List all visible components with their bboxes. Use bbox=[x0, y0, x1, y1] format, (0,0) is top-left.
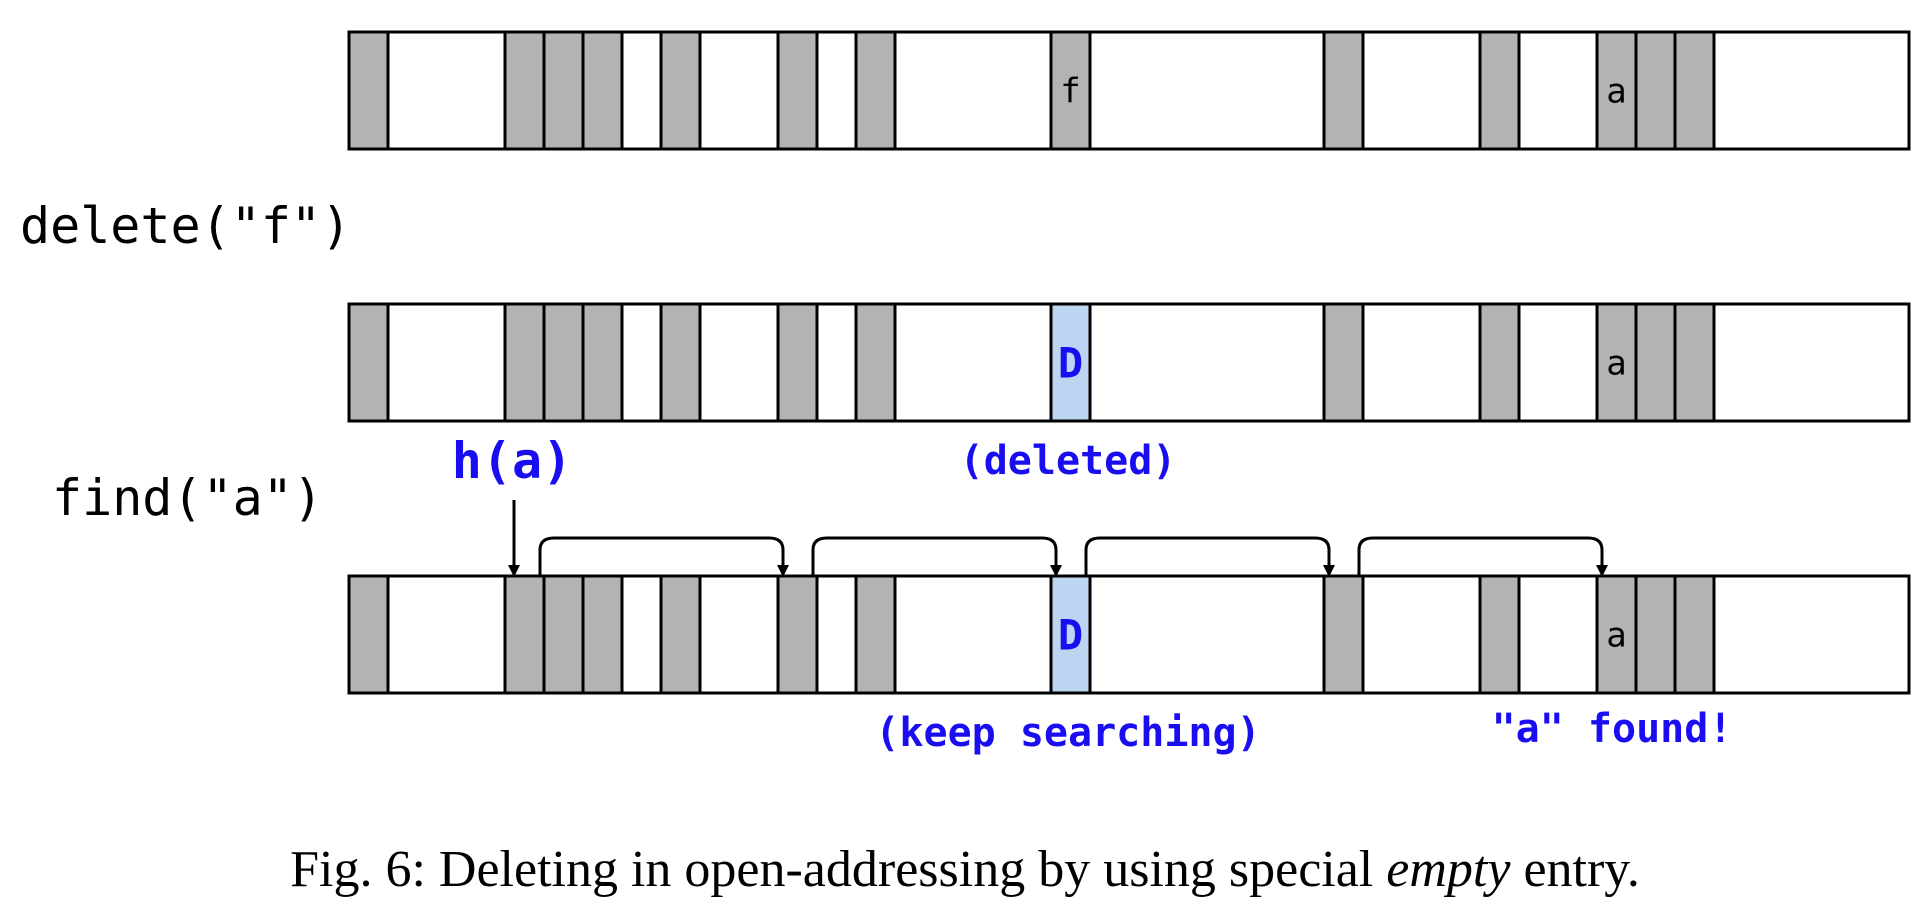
figure-caption: Fig. 6: Deleting in open-addressing by u… bbox=[290, 841, 1640, 898]
caption-prefix: Fig. 6: Deleting in open-addressing by u… bbox=[290, 841, 1386, 898]
deleted-note: (deleted) bbox=[960, 438, 1177, 484]
occupied-slot bbox=[659, 30, 702, 151]
occupied-slot bbox=[1478, 574, 1521, 695]
occupied-slot bbox=[503, 574, 546, 695]
slot-label: D bbox=[1058, 611, 1083, 660]
occupied-slot bbox=[776, 574, 819, 695]
hash-value-label: h(a) bbox=[452, 432, 572, 490]
occupied-slot bbox=[776, 30, 819, 151]
deleted-slot bbox=[1049, 302, 1092, 423]
occupied-slot bbox=[1634, 574, 1677, 695]
occupied-slot bbox=[1478, 30, 1521, 151]
occupied-slot bbox=[776, 302, 819, 423]
occupied-slot bbox=[347, 30, 390, 151]
slot-label: D bbox=[1058, 339, 1083, 388]
occupied-slot bbox=[1673, 30, 1716, 151]
slot-label: f bbox=[1060, 72, 1080, 112]
occupied-slot bbox=[542, 30, 585, 151]
occupied-slot bbox=[1595, 30, 1638, 151]
occupied-slot bbox=[1322, 30, 1365, 151]
occupied-slot bbox=[1673, 302, 1716, 423]
delete-operation-label: delete("f") bbox=[20, 197, 351, 255]
occupied-slot bbox=[503, 30, 546, 151]
occupied-slot bbox=[347, 302, 390, 423]
occupied-slot bbox=[581, 30, 624, 151]
occupied-slot bbox=[1322, 302, 1365, 423]
occupied-slot bbox=[1049, 30, 1092, 151]
find-operation-label: find("a") bbox=[52, 469, 323, 527]
occupied-slot bbox=[854, 302, 897, 423]
slot-label: a bbox=[1606, 616, 1626, 656]
occupied-slot bbox=[1634, 30, 1677, 151]
slot-label: a bbox=[1606, 344, 1626, 384]
caption-emphasis: empty bbox=[1386, 841, 1511, 898]
occupied-slot bbox=[1634, 302, 1677, 423]
occupied-slot bbox=[1673, 574, 1716, 695]
occupied-slot bbox=[854, 30, 897, 151]
occupied-slot bbox=[581, 302, 624, 423]
probe-arrow bbox=[1357, 536, 1608, 577]
occupied-slot bbox=[542, 574, 585, 695]
probe-arrows bbox=[538, 536, 1608, 577]
slot-label: a bbox=[1606, 72, 1626, 112]
occupied-slot bbox=[1595, 574, 1638, 695]
probe-arrow bbox=[811, 536, 1062, 577]
occupied-slot bbox=[659, 302, 702, 423]
occupied-slot bbox=[1478, 302, 1521, 423]
occupied-slot bbox=[659, 574, 702, 695]
keep-searching-note: (keep searching) bbox=[875, 710, 1260, 756]
occupied-slot bbox=[503, 302, 546, 423]
occupied-slot bbox=[347, 574, 390, 695]
deleted-slot bbox=[1049, 574, 1092, 695]
occupied-slot bbox=[542, 302, 585, 423]
occupied-slot bbox=[1322, 574, 1365, 695]
probe-arrow bbox=[538, 536, 789, 577]
probe-arrow bbox=[1084, 536, 1335, 577]
found-note: "a" found! bbox=[1492, 706, 1733, 752]
caption-suffix: entry. bbox=[1510, 841, 1639, 898]
occupied-slot bbox=[854, 574, 897, 695]
occupied-slot bbox=[581, 574, 624, 695]
